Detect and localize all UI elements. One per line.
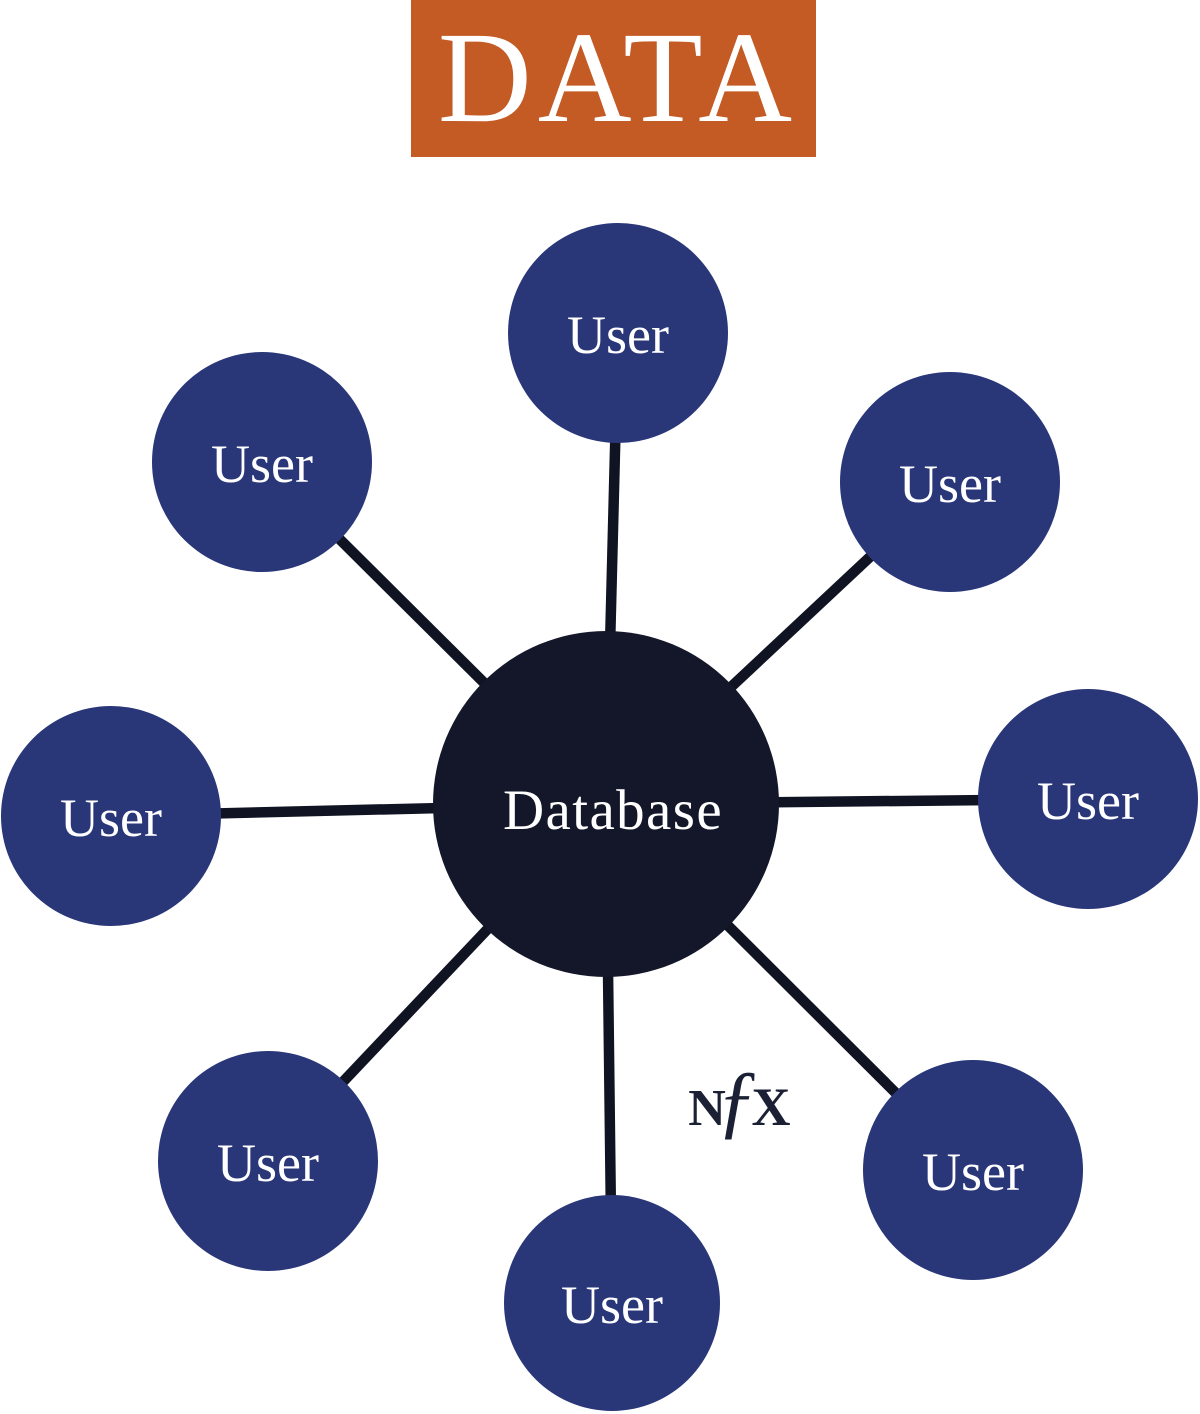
svg-text:Database: Database [503, 779, 723, 842]
svg-text:N: N [688, 1080, 726, 1137]
svg-text:X: X [752, 1077, 791, 1137]
svg-text:User: User [922, 1142, 1024, 1202]
svg-text:User: User [567, 305, 669, 365]
svg-text:User: User [60, 788, 162, 848]
svg-text:User: User [561, 1275, 663, 1335]
svg-text:User: User [217, 1133, 319, 1193]
svg-text:ƒ: ƒ [716, 1054, 758, 1146]
svg-text:User: User [899, 454, 1001, 514]
svg-text:User: User [211, 434, 313, 494]
svg-text:DATA: DATA [438, 6, 798, 150]
svg-text:User: User [1037, 771, 1139, 831]
